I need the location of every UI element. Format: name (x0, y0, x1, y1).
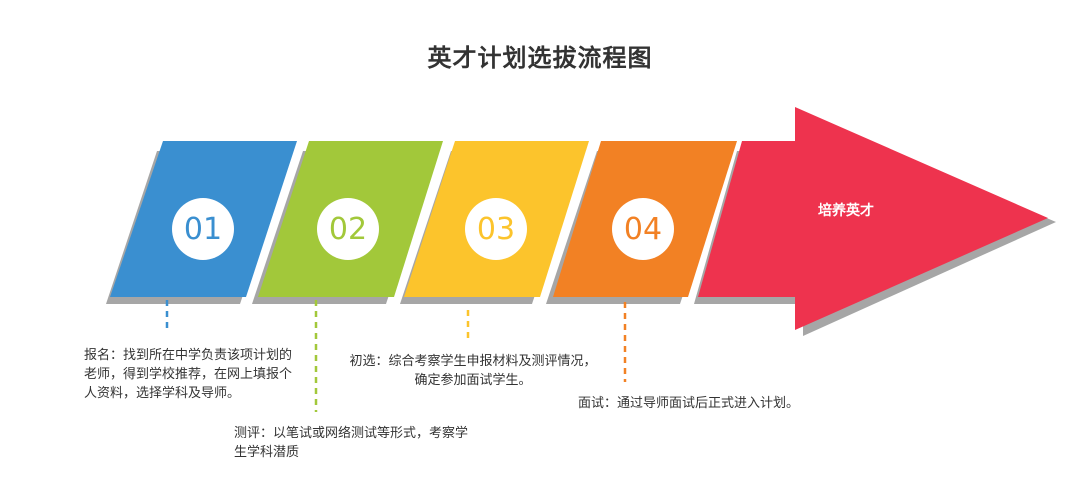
final-arrow-label: 培养英才 (818, 203, 874, 219)
step-4-description: 面试：通过导师面试后正式进入计划。 (578, 396, 800, 411)
step-2-number-badge: 02 (317, 198, 379, 260)
step-4-number-badge: 04 (612, 198, 674, 260)
step-3-description: 初选：综合考察学生申报材料及测评情况，确定参加面试学生。 (349, 354, 597, 388)
step-2-description: 测评：以笔试或网络测试等形式，考察学生学科潜质 (234, 426, 469, 460)
step-3-number-badge: 03 (465, 198, 527, 260)
page-title: 英才计划选拔流程图 (427, 44, 653, 72)
step-1-number-badge: 01 (172, 198, 234, 260)
final-arrow-shape (698, 107, 1048, 330)
step-1-description: 报名：找到所在中学负责该项计划的老师，得到学校推荐，在网上填报个人资料，选择学科… (84, 348, 293, 401)
